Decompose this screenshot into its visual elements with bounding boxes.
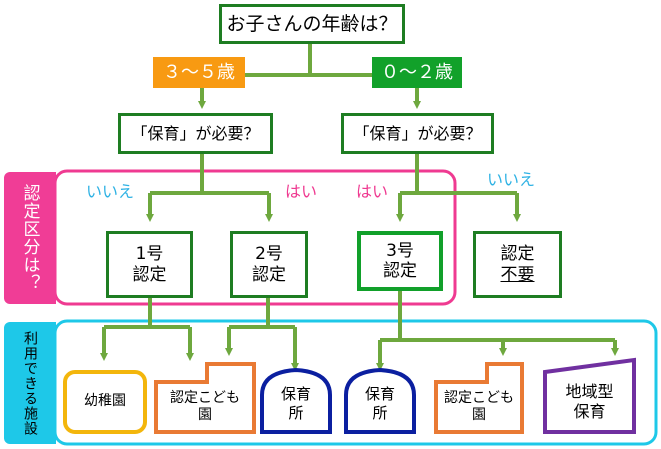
facility-side-text: 利用できる施設 — [22, 330, 38, 436]
certification-2: 2号 認定 — [230, 231, 308, 298]
facility-certified-center-2-label: 認定こども 園 — [444, 389, 514, 424]
age-3-5-label: ３～５歳 — [163, 61, 235, 83]
facility-kindergarten: 幼稚園 — [65, 372, 145, 432]
facility-kindergarten-label: 幼稚園 — [84, 393, 126, 410]
facility-side-label: 利用できる施設 — [4, 322, 56, 444]
certification-2-number: 2号 — [255, 244, 283, 265]
facility-certified-center-shape-2 — [434, 362, 524, 434]
facility-certified-center-2: 認定こども 園 — [436, 382, 522, 432]
certification-1: 1号 認定 — [106, 231, 193, 298]
facility-certified-center-1-label: 認定こども 園 — [170, 389, 240, 424]
answer-no-right: いいえ — [487, 170, 536, 189]
certification-not-required: 認定 不要 — [473, 231, 562, 298]
facility-kindergarten-shape — [63, 370, 147, 434]
facility-nursery-2: 保育 所 — [346, 376, 414, 432]
certification-3-label: 認定 — [383, 261, 417, 281]
age-question-text: お子さんの年齢は？ — [226, 12, 398, 35]
need-question-right-text: 「保育」が必要？ — [353, 123, 482, 143]
need-question-right: 「保育」が必要？ — [341, 113, 494, 154]
certification-3: 3号 認定 — [357, 231, 443, 291]
certification-not-required-line1: 認定 — [500, 244, 535, 265]
certification-2-label: 認定 — [252, 264, 286, 285]
age-question-box: お子さんの年齢は？ — [219, 4, 405, 44]
facility-certified-center-1: 認定こども 園 — [156, 382, 254, 432]
facility-nursery-shape-1 — [260, 367, 332, 434]
facility-certified-center-shape-1 — [154, 362, 256, 434]
certification-3-number: 3号 — [386, 240, 414, 261]
answer-no-left: いいえ — [86, 182, 135, 201]
age-0-2-tag: ０～２歳 — [372, 57, 462, 88]
facility-nursery-1-label: 保育 所 — [280, 385, 311, 422]
answer-yes-left: はい — [285, 182, 318, 201]
certification-side-label: 認定区分は？ — [4, 172, 56, 304]
facility-nursery-1: 保育 所 — [262, 376, 330, 432]
need-question-left-text: 「保育」が必要？ — [131, 123, 260, 143]
facility-community-care: 地域型 保育 — [545, 372, 634, 432]
need-question-left: 「保育」が必要？ — [118, 113, 273, 154]
facility-community-care-shape — [543, 357, 636, 434]
facility-nursery-shape-2 — [344, 367, 416, 434]
facility-community-care-label: 地域型 保育 — [565, 382, 614, 421]
answer-yes-right: はい — [356, 182, 389, 201]
certification-not-required-line2: 不要 — [500, 264, 535, 285]
certification-1-number: 1号 — [135, 244, 164, 265]
facility-nursery-2-label: 保育 所 — [364, 385, 395, 422]
certification-side-text: 認定区分は？ — [19, 184, 40, 292]
age-3-5-tag: ３～５歳 — [153, 57, 245, 88]
age-0-2-label: ０～２歳 — [381, 61, 453, 83]
certification-1-label: 認定 — [132, 264, 167, 285]
